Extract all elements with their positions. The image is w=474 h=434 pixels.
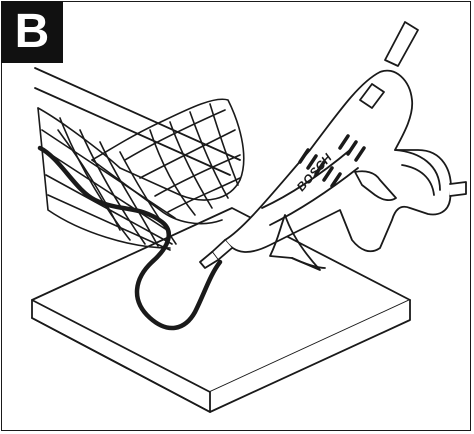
wire-stand [37,98,245,251]
work-surface [31,207,411,413]
figure-label-badge: B [1,1,63,63]
power-cable [37,145,223,331]
glue-gun [199,21,467,271]
